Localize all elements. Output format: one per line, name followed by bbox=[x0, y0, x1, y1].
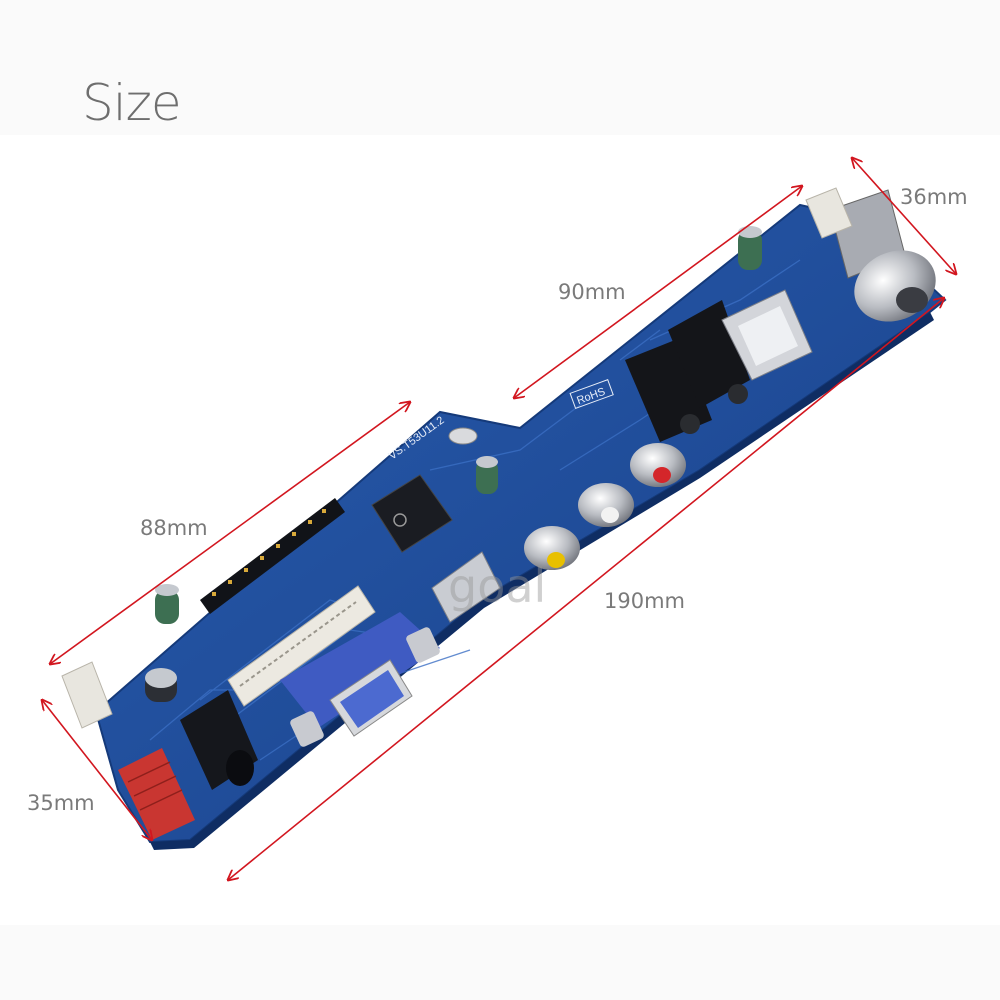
page-title: Size bbox=[82, 74, 182, 132]
height-right-label: 36mm bbox=[900, 185, 968, 209]
width-left-label: 88mm bbox=[140, 516, 208, 540]
rca-jack-white bbox=[578, 483, 634, 527]
height-left-arrow bbox=[42, 700, 152, 840]
watermark-text: goal bbox=[448, 559, 547, 613]
length-label: 190mm bbox=[604, 589, 685, 613]
crystal-oscillator bbox=[448, 427, 478, 445]
length-arrow bbox=[228, 298, 944, 880]
top-background-band bbox=[0, 0, 1000, 135]
dimension-arrows bbox=[42, 158, 956, 880]
height-right-arrow bbox=[852, 158, 956, 274]
rca-jack-red bbox=[630, 443, 686, 487]
bottom-background-band bbox=[0, 925, 1000, 1000]
height-left-label: 35mm bbox=[27, 791, 95, 815]
width-top-label: 90mm bbox=[558, 280, 626, 304]
